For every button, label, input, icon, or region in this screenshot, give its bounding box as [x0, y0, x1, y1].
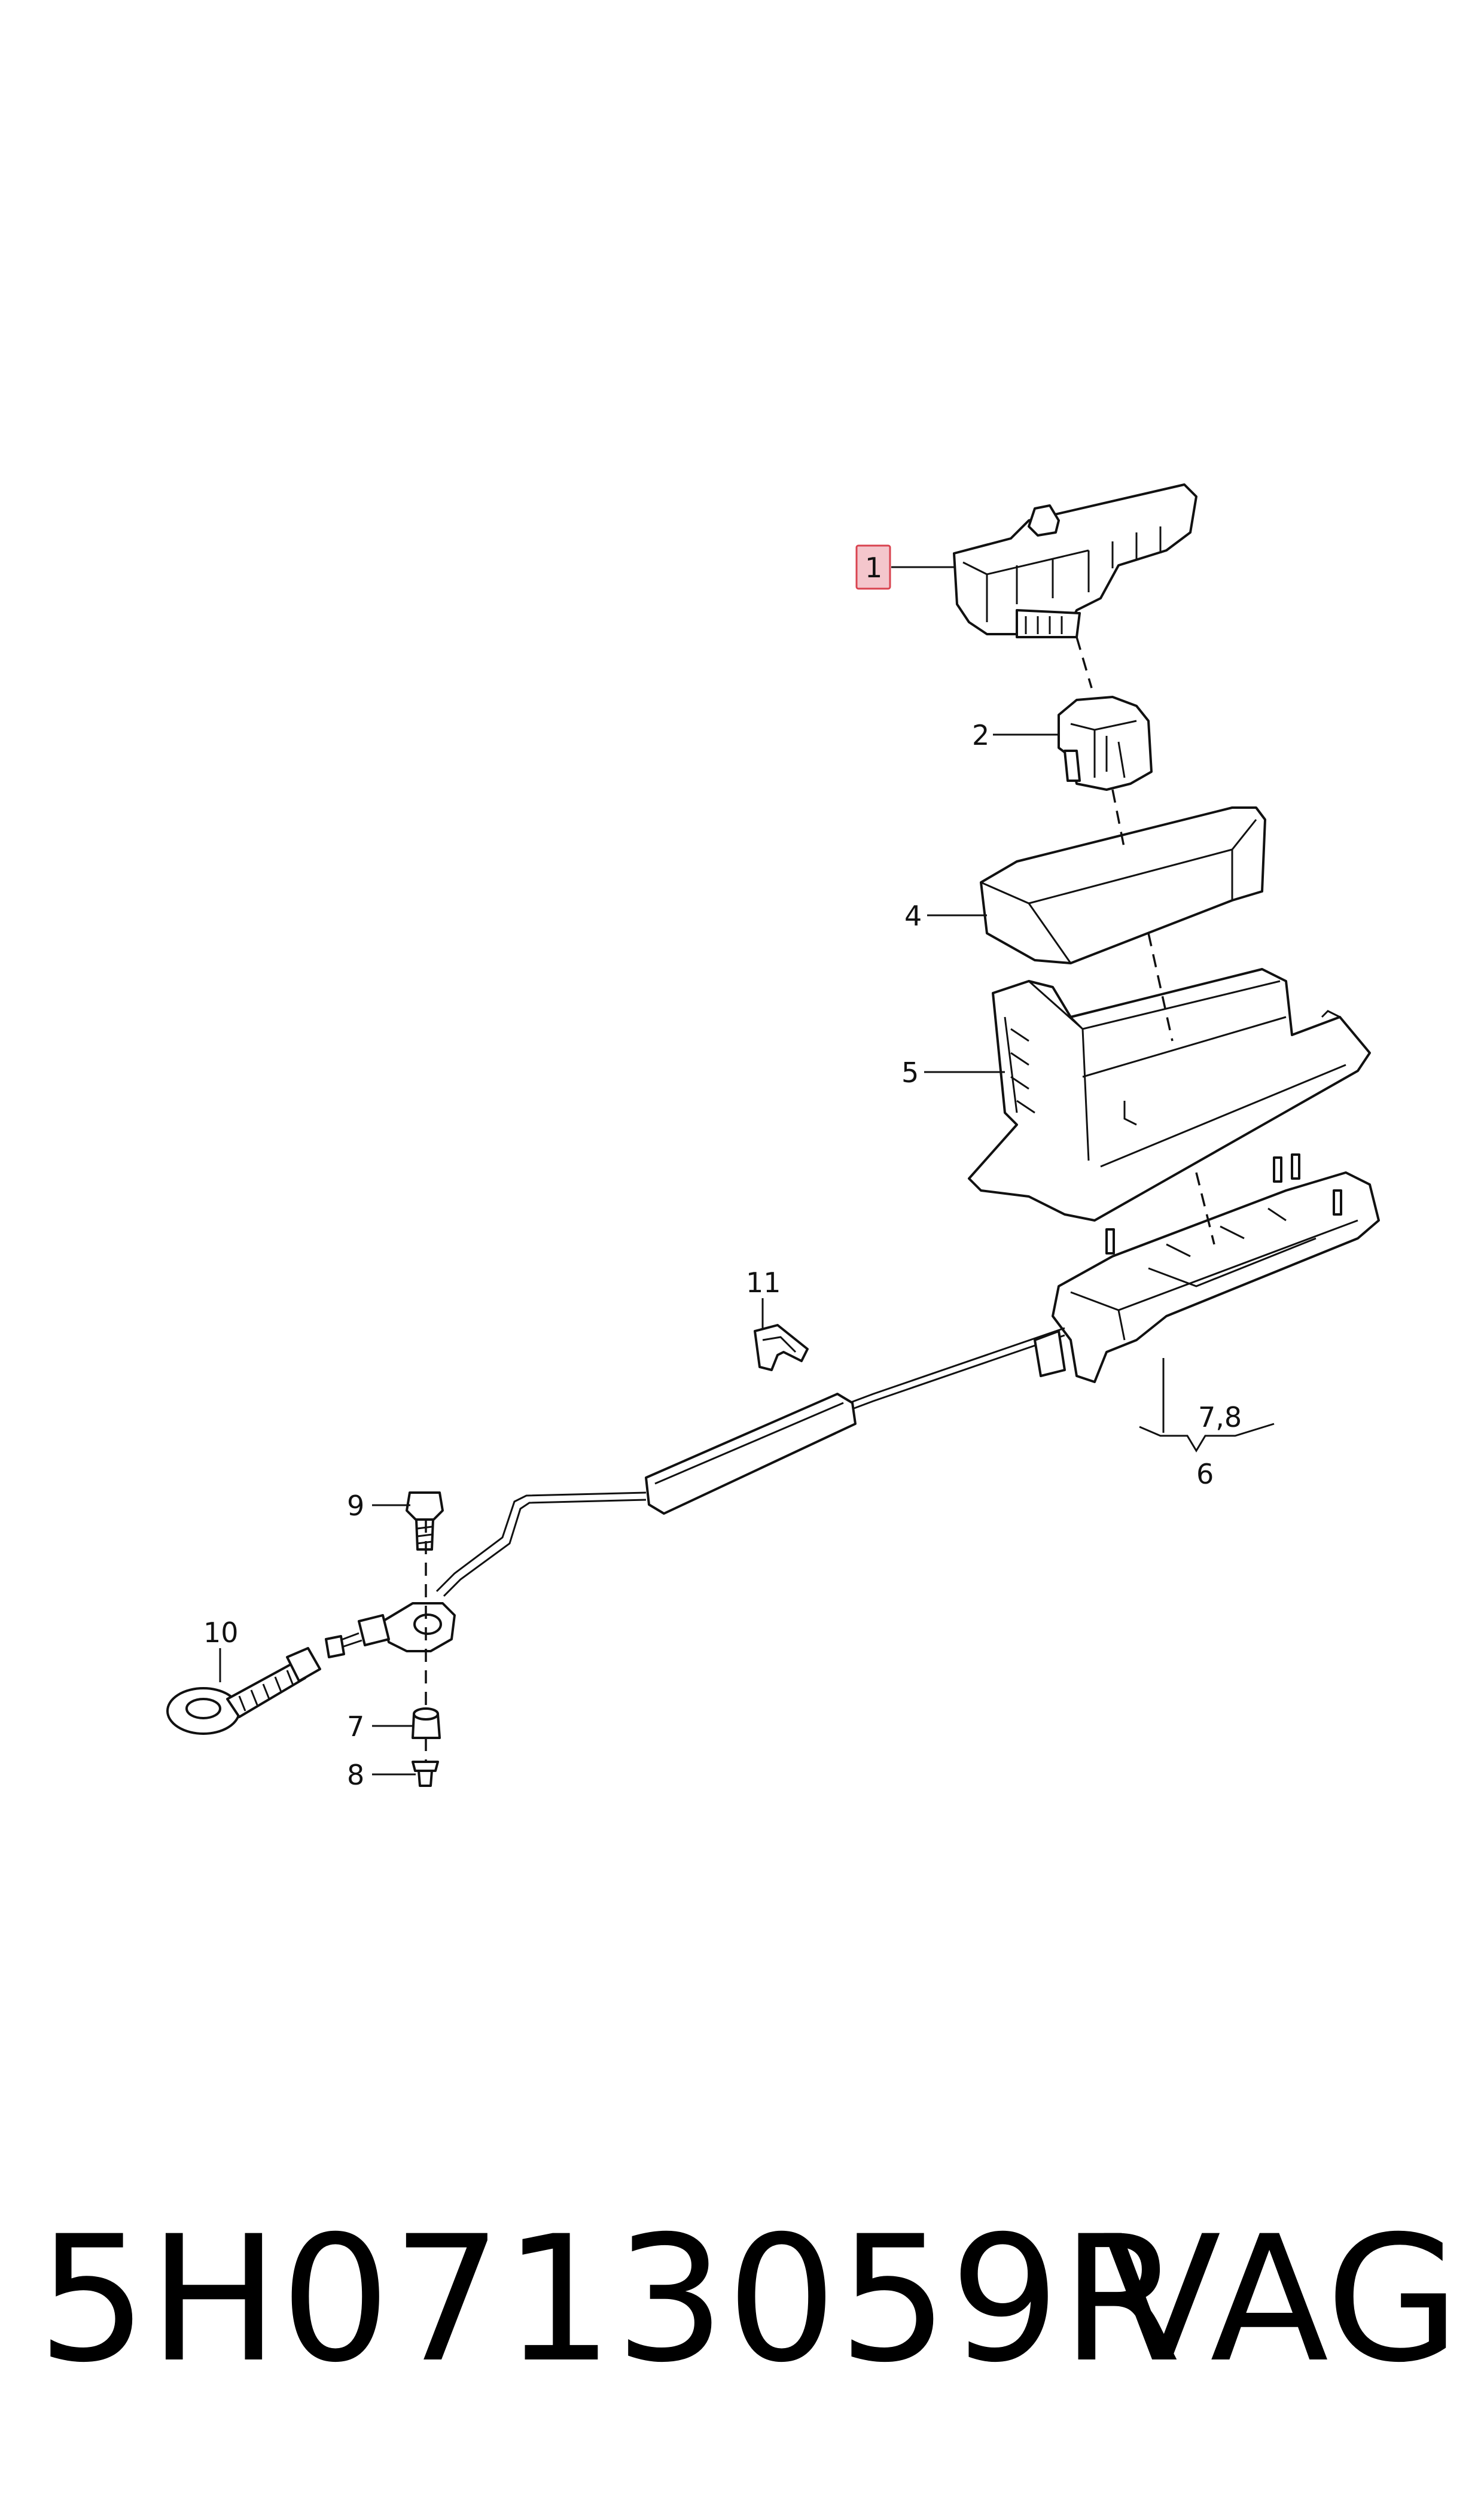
- shift-cable: [435, 1327, 1066, 1597]
- callout-1-highlight: [855, 544, 891, 590]
- cable-end-bracket: [325, 1602, 456, 1658]
- callout-7-8: 7,8: [1198, 1401, 1242, 1433]
- callout-6: 6: [1196, 1458, 1214, 1490]
- callout-4: 4: [904, 900, 922, 932]
- callout-1: 1: [865, 552, 882, 584]
- part-11-retaining-clip: [754, 1324, 809, 1371]
- callout-7: 7: [347, 1710, 364, 1743]
- assembly-lines: [425, 637, 1215, 1762]
- part-2-plug: [1058, 696, 1153, 791]
- callout-10: 10: [203, 1616, 239, 1649]
- part-8-clip: [412, 1761, 439, 1787]
- brand-label: VAG: [1102, 2199, 1460, 2401]
- part-10-eye-adjuster: [166, 1647, 321, 1735]
- part-6-selector-base: [1052, 1153, 1380, 1383]
- callout-5: 5: [901, 1056, 919, 1089]
- part-4-cover: [980, 806, 1266, 964]
- part-5-housing: [968, 968, 1371, 1222]
- part-7-bushing: [412, 1707, 441, 1739]
- part-number-label: 5H0713059R: [37, 2199, 1183, 2401]
- callout-11: 11: [746, 1266, 781, 1299]
- callout-2: 2: [972, 719, 989, 751]
- part-9-bolt: [406, 1491, 444, 1551]
- callout-8: 8: [347, 1759, 364, 1791]
- part-1-switch-module: [953, 483, 1197, 638]
- callout-9: 9: [347, 1490, 364, 1522]
- callout-labels: 1 2 4 5 7,8 6 11 9 10 7 8: [203, 544, 1242, 1791]
- leader-lines: [219, 566, 1275, 1776]
